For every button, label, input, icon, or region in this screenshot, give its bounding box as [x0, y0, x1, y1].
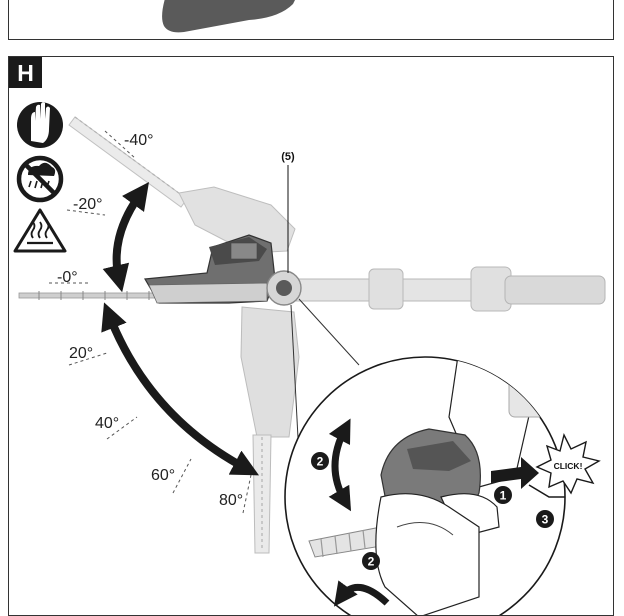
rotation-arrow-upper	[102, 181, 149, 293]
top-panel-figure	[162, 0, 295, 33]
no-rain-icon	[16, 155, 64, 203]
panel-letter-box	[9, 57, 42, 88]
svg-text:2: 2	[368, 555, 375, 569]
svg-text:1: 1	[500, 489, 507, 503]
step-badge-2-lower: 2	[362, 552, 380, 570]
angle-label-60: 60°	[151, 467, 175, 484]
zoom-rotate-arrow	[333, 580, 390, 607]
hedge-trimmer-angle-diagram: H	[9, 57, 606, 615]
part-callout-5: (5)	[281, 151, 295, 163]
figure-h-panel: H	[8, 56, 614, 616]
gloves-icon	[17, 102, 63, 148]
angle-label-80: 80°	[219, 492, 243, 509]
angle-label-20: 20°	[69, 345, 93, 362]
angle-label-minus-40: -40°	[124, 132, 154, 149]
angle-label-minus-20: -20°	[73, 196, 103, 213]
svg-text:2: 2	[317, 455, 324, 469]
hedge-trimmer-head	[144, 234, 276, 304]
hot-surface-warning-icon	[13, 208, 67, 253]
svg-text:3: 3	[542, 513, 549, 527]
step-badge-1: 1	[494, 486, 512, 504]
slide-arrow	[528, 484, 565, 498]
previous-figure-panel	[8, 0, 614, 40]
click-label: CLICK!	[554, 461, 583, 471]
push-arrow	[491, 457, 539, 489]
zoom-detail	[284, 356, 566, 615]
zoom-tilt-arrow	[328, 418, 352, 512]
trimmer-ghost-minus-40	[68, 116, 296, 254]
zoom-leader-bottom	[290, 304, 300, 458]
rotation-arrow-lower	[101, 302, 260, 476]
click-burst: CLICK!	[535, 432, 601, 495]
telescopic-pole	[280, 266, 606, 312]
angle-label-0: -0°	[57, 269, 78, 286]
angle-label-40: 40°	[95, 415, 119, 432]
zoom-leader-top	[298, 298, 360, 366]
panel-letter: H	[17, 60, 34, 86]
step-badge-2-upper: 2	[311, 452, 329, 470]
chain-guide-bar	[162, 0, 295, 33]
angle-joint	[266, 270, 302, 306]
step-badge-3: 3	[536, 510, 554, 528]
